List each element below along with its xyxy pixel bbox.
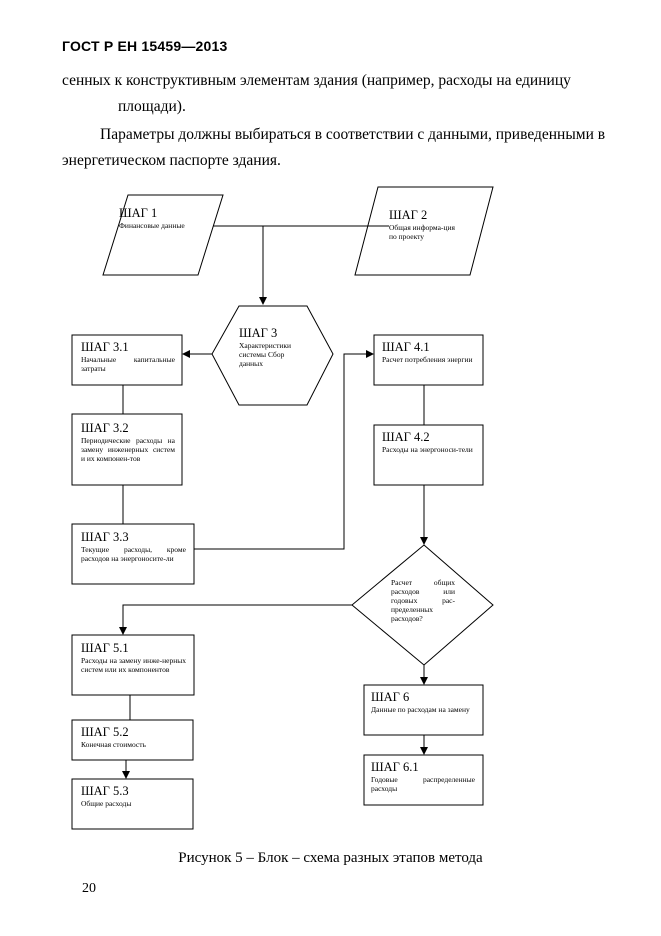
step3-title: ШАГ 3 — [239, 326, 278, 340]
step5-1-box — [71, 634, 195, 696]
step5-3-label: ШАГ 5.3 Общие расходы — [81, 784, 186, 808]
step3-2-title: ШАГ 3.2 — [81, 421, 129, 435]
step4-2-box — [373, 424, 484, 486]
decision-text: Расчет общих расходов или годовых рас-пр… — [391, 578, 455, 623]
step4-2-text: Расходы на энергоноси-тели — [382, 445, 473, 454]
body-text-line-4: энергетическом паспорте здания. — [62, 152, 281, 169]
step5-1-title: ШАГ 5.1 — [81, 641, 129, 655]
decision-label: Расчет общих расходов или годовых рас-пр… — [391, 577, 455, 623]
step5-3-box — [71, 778, 194, 830]
step5-3-title: ШАГ 5.3 — [81, 784, 129, 798]
step5-3-text: Общие расходы — [81, 799, 132, 808]
body-text-line-1: сенных к конструктивным элементам здания… — [62, 72, 571, 89]
step5-2-box — [71, 719, 194, 761]
step6-1-label: ШАГ 6.1 Годовые распределенные расходы — [371, 760, 475, 793]
step3-1-text: Начальные капитальные затраты — [81, 355, 175, 373]
step2-parallelogram — [354, 186, 494, 276]
step3-2-text: Периодические расходы на замену инженерн… — [81, 436, 175, 463]
step6-1-text: Годовые распределенные расходы — [371, 775, 475, 793]
step3-text: Характеристики системы Сбор данных — [239, 341, 292, 368]
step4-1-text: Расчет потребления энергии — [382, 355, 473, 364]
step3-3-text: Текущие расходы, кроме расходов на энерг… — [81, 545, 186, 563]
step4-2-label: ШАГ 4.2 Расходы на энергоноси-тели — [382, 430, 476, 454]
step6-1-box — [363, 754, 484, 806]
step3-3-label: ШАГ 3.3 Текущие расходы, кроме расходов … — [81, 530, 186, 563]
body-text-line-3: Параметры должны выбираться в соответств… — [100, 126, 606, 143]
step1-text: Финансовые данные — [119, 221, 185, 230]
step3-3-title: ШАГ 3.3 — [81, 530, 129, 544]
step1-label: ШАГ 1 Финансовые данные — [119, 206, 191, 230]
step3-2-box — [71, 413, 183, 486]
step4-1-label: ШАГ 4.1 Расчет потребления энергии — [382, 340, 476, 364]
step3-1-label: ШАГ 3.1 Начальные капитальные затраты — [81, 340, 175, 373]
step3-1-box — [71, 334, 183, 386]
step4-1-box — [373, 334, 484, 386]
step3-label: ШАГ 3 Характеристики системы Сбор данных — [239, 326, 307, 368]
step5-2-text: Конечная стоимость — [81, 740, 146, 749]
step3-1-title: ШАГ 3.1 — [81, 340, 129, 354]
step5-1-label: ШАГ 5.1 Расходы на замену инже-нерных си… — [81, 641, 186, 674]
step2-text: Общая информа-ция по проекту — [389, 223, 455, 241]
page-number: 20 — [82, 881, 96, 896]
step2-label: ШАГ 2 Общая информа-ция по проекту — [389, 208, 457, 241]
step4-2-title: ШАГ 4.2 — [382, 430, 430, 444]
step4-1-title: ШАГ 4.1 — [382, 340, 430, 354]
step6-text: Данные по расходам на замену — [371, 705, 470, 714]
step3-3-box — [71, 523, 195, 585]
step1-parallelogram — [102, 194, 224, 276]
step6-label: ШАГ 6 Данные по расходам на замену — [371, 690, 475, 714]
step2-title: ШАГ 2 — [389, 208, 428, 222]
step1-title: ШАГ 1 — [119, 206, 158, 220]
step3-2-label: ШАГ 3.2 Периодические расходы на замену … — [81, 421, 175, 463]
body-text-line-2: площади). — [118, 98, 186, 115]
step5-1-text: Расходы на замену инже-нерных систем или… — [81, 656, 186, 674]
step5-2-label: ШАГ 5.2 Конечная стоимость — [81, 725, 186, 749]
step6-title: ШАГ 6 — [371, 690, 410, 704]
step6-1-title: ШАГ 6.1 — [371, 760, 419, 774]
step5-2-title: ШАГ 5.2 — [81, 725, 129, 739]
document-header: ГОСТ Р ЕН 15459—2013 — [62, 38, 228, 54]
figure-caption: Рисунок 5 – Блок – схема разных этапов м… — [178, 850, 483, 866]
